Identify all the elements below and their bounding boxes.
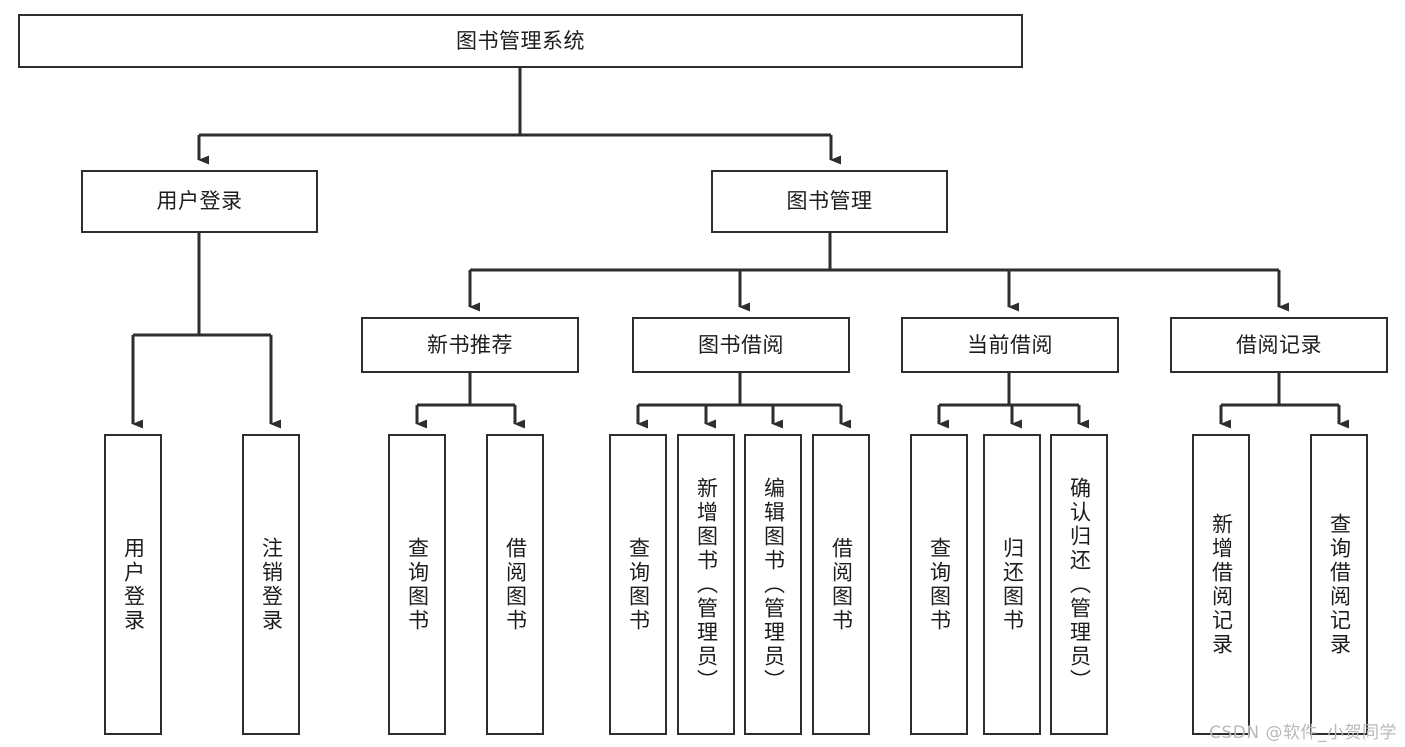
node-leaf-user-login[interactable]: 用户登录 <box>104 434 162 735</box>
node-root-label: 图书管理系统 <box>456 28 585 53</box>
node-current-borrow[interactable]: 当前借阅 <box>901 317 1119 373</box>
node-leaf-borrow-book-1[interactable]: 借阅图书 <box>486 434 544 735</box>
node-leaf-query-borrow-record-label: 查询借阅记录 <box>1327 512 1352 657</box>
node-leaf-query-book-2-label: 查询图书 <box>626 536 651 633</box>
node-user-login-label: 用户登录 <box>156 189 243 214</box>
node-user-login[interactable]: 用户登录 <box>81 170 318 233</box>
node-leaf-return-book[interactable]: 归还图书 <box>983 434 1041 735</box>
node-book-borrow[interactable]: 图书借阅 <box>632 317 850 373</box>
node-leaf-query-book-1-label: 查询图书 <box>405 536 430 633</box>
node-book-borrow-label: 图书借阅 <box>698 332 784 357</box>
node-leaf-return-book-label: 归还图书 <box>1000 536 1025 633</box>
node-leaf-logout-label: 注销登录 <box>259 536 284 633</box>
node-leaf-user-login-label: 用户登录 <box>121 536 146 633</box>
node-leaf-edit-book[interactable]: 编辑图书（管理员） <box>744 434 802 735</box>
node-leaf-query-book-3[interactable]: 查询图书 <box>910 434 968 735</box>
node-leaf-borrow-book-2[interactable]: 借阅图书 <box>812 434 870 735</box>
node-leaf-add-borrow-record[interactable]: 新增借阅记录 <box>1192 434 1250 735</box>
node-leaf-confirm-return-label: 确认归还（管理员） <box>1067 476 1092 693</box>
node-root[interactable]: 图书管理系统 <box>18 14 1023 68</box>
node-new-book-recommend[interactable]: 新书推荐 <box>361 317 579 373</box>
node-leaf-borrow-book-1-label: 借阅图书 <box>503 536 528 633</box>
node-leaf-add-borrow-record-label: 新增借阅记录 <box>1209 512 1234 657</box>
node-leaf-query-borrow-record[interactable]: 查询借阅记录 <box>1310 434 1368 735</box>
node-leaf-add-book[interactable]: 新增图书（管理员） <box>677 434 735 735</box>
node-current-borrow-label: 当前借阅 <box>967 332 1053 357</box>
node-leaf-add-book-label: 新增图书（管理员） <box>694 476 719 693</box>
node-leaf-logout[interactable]: 注销登录 <box>242 434 300 735</box>
node-book-manage-label: 图书管理 <box>786 189 873 214</box>
node-borrow-record[interactable]: 借阅记录 <box>1170 317 1388 373</box>
node-borrow-record-label: 借阅记录 <box>1236 332 1322 357</box>
node-leaf-query-book-1[interactable]: 查询图书 <box>388 434 446 735</box>
node-leaf-edit-book-label: 编辑图书（管理员） <box>761 476 786 693</box>
node-book-manage[interactable]: 图书管理 <box>711 170 948 233</box>
node-new-book-recommend-label: 新书推荐 <box>427 332 513 357</box>
node-leaf-query-book-2[interactable]: 查询图书 <box>609 434 667 735</box>
node-leaf-confirm-return[interactable]: 确认归还（管理员） <box>1050 434 1108 735</box>
node-leaf-query-book-3-label: 查询图书 <box>927 536 952 633</box>
node-leaf-borrow-book-2-label: 借阅图书 <box>829 536 854 633</box>
